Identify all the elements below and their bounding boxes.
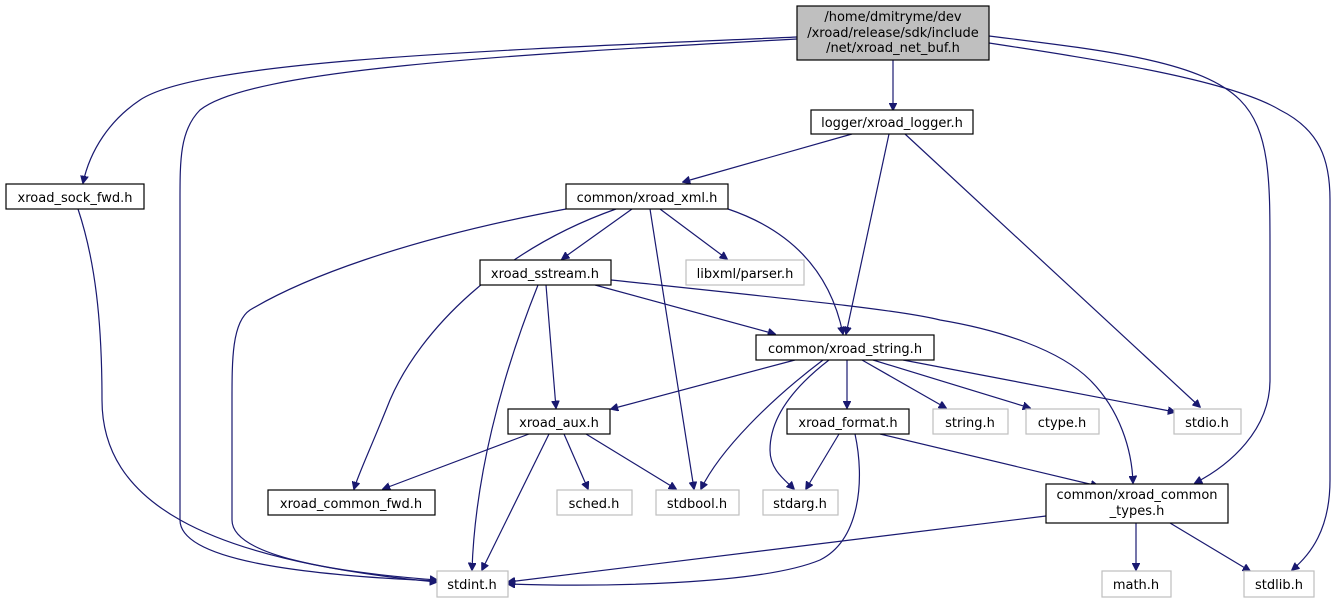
node-label: stdarg.h bbox=[773, 497, 827, 512]
node-label: xroad_format.h bbox=[798, 416, 897, 431]
node-label: ctype.h bbox=[1038, 416, 1087, 431]
edge-format-stdarg bbox=[806, 433, 840, 489]
edge-string-ctype bbox=[872, 359, 1030, 408]
node-stdlib[interactable]: stdlib.h bbox=[1243, 570, 1315, 598]
edge-xml-common-fwd bbox=[354, 208, 617, 489]
node-format[interactable]: xroad_format.h bbox=[786, 408, 910, 435]
edge-string-aux bbox=[611, 359, 796, 409]
edge-root-stdlib bbox=[988, 42, 1331, 570]
node-label: string.h bbox=[945, 416, 995, 431]
edge-xml-string bbox=[727, 208, 843, 334]
node-label: /home/dmitryme/dev bbox=[824, 10, 962, 25]
node-stdarg[interactable]: stdarg.h bbox=[762, 489, 839, 516]
node-string-h[interactable]: string.h bbox=[932, 408, 1009, 435]
edge-sstream-aux bbox=[545, 284, 556, 408]
node-label: common/xroad_string.h bbox=[768, 342, 922, 357]
edge-aux-common-fwd bbox=[383, 433, 530, 489]
node-label: sched.h bbox=[569, 497, 620, 512]
node-label: common/xroad_common bbox=[1056, 488, 1217, 503]
edge-sstream-stdint bbox=[472, 284, 539, 570]
edge-logger-xml bbox=[683, 133, 853, 182]
node-stdint[interactable]: stdint.h bbox=[436, 570, 509, 598]
node-label: xroad_common_fwd.h bbox=[280, 497, 422, 512]
edge-commontypes-stdlib bbox=[1169, 522, 1250, 571]
node-label: stdio.h bbox=[1185, 416, 1229, 431]
node-aux[interactable]: xroad_aux.h bbox=[507, 408, 611, 435]
edge-aux-sched bbox=[563, 433, 588, 489]
node-label: stdint.h bbox=[447, 578, 496, 593]
node-math[interactable]: math.h bbox=[1101, 570, 1172, 598]
edge-xml-stdbool bbox=[649, 208, 694, 489]
node-sched[interactable]: sched.h bbox=[556, 489, 633, 516]
node-label: xroad_aux.h bbox=[519, 416, 599, 431]
node-label: _types.h bbox=[1109, 504, 1165, 519]
node-common-types[interactable]: common/xroad_common _types.h bbox=[1045, 483, 1229, 524]
edge-commontypes-stdint bbox=[508, 515, 1047, 582]
node-label: math.h bbox=[1113, 578, 1159, 593]
node-label: /xroad/release/sdk/include bbox=[807, 26, 979, 41]
edge-logger-string bbox=[846, 133, 890, 334]
node-label: stdbool.h bbox=[667, 497, 727, 512]
edge-root-sock-fwd bbox=[83, 36, 798, 183]
edge-sockfwd-stdint bbox=[77, 208, 437, 582]
edge-xml-libxml bbox=[659, 208, 727, 259]
node-label: stdlib.h bbox=[1255, 578, 1303, 593]
edge-string-stdbool bbox=[701, 359, 824, 489]
edge-aux-stdbool bbox=[585, 433, 676, 489]
node-label: common/xroad_xml.h bbox=[577, 191, 718, 206]
node-string[interactable]: common/xroad_string.h bbox=[755, 334, 935, 361]
edge-format-common-types bbox=[879, 433, 1098, 486]
node-root-xroad-net-buf[interactable]: /home/dmitryme/dev /xroad/release/sdk/in… bbox=[796, 5, 990, 61]
node-label: xroad_sock_fwd.h bbox=[18, 191, 133, 206]
edge-sstream-common-types bbox=[610, 279, 1133, 483]
node-sstream[interactable]: xroad_sstream.h bbox=[479, 259, 612, 286]
node-label: logger/xroad_logger.h bbox=[821, 116, 963, 131]
node-label: /net/xroad_net_buf.h bbox=[826, 41, 960, 56]
edge-string-stdio bbox=[902, 359, 1175, 412]
node-logger[interactable]: logger/xroad_logger.h bbox=[810, 109, 974, 135]
edge-aux-stdint bbox=[482, 433, 550, 570]
nodes: /home/dmitryme/dev /xroad/release/sdk/in… bbox=[5, 5, 1315, 598]
node-label: libxml/parser.h bbox=[697, 267, 794, 282]
node-xml[interactable]: common/xroad_xml.h bbox=[565, 183, 729, 210]
node-label: xroad_sstream.h bbox=[491, 267, 599, 282]
node-ctype[interactable]: ctype.h bbox=[1025, 408, 1100, 435]
edge-root-common-types bbox=[988, 35, 1271, 483]
edge-xml-sstream bbox=[562, 208, 633, 259]
edges bbox=[77, 35, 1331, 585]
edge-string-stdarg bbox=[769, 359, 830, 489]
node-libxml-parser[interactable]: libxml/parser.h bbox=[685, 259, 805, 286]
edge-format-stdint bbox=[508, 433, 860, 585]
edge-logger-stdio bbox=[904, 133, 1200, 407]
node-stdbool[interactable]: stdbool.h bbox=[655, 489, 740, 516]
node-sock-fwd[interactable]: xroad_sock_fwd.h bbox=[5, 183, 145, 210]
edge-root-stdint bbox=[179, 38, 798, 581]
edge-string-string-h bbox=[861, 359, 946, 408]
node-common-fwd[interactable]: xroad_common_fwd.h bbox=[267, 489, 436, 516]
node-stdio[interactable]: stdio.h bbox=[1173, 408, 1242, 435]
edge-xml-stdint bbox=[231, 208, 567, 580]
edge-sstream-string bbox=[594, 284, 775, 334]
